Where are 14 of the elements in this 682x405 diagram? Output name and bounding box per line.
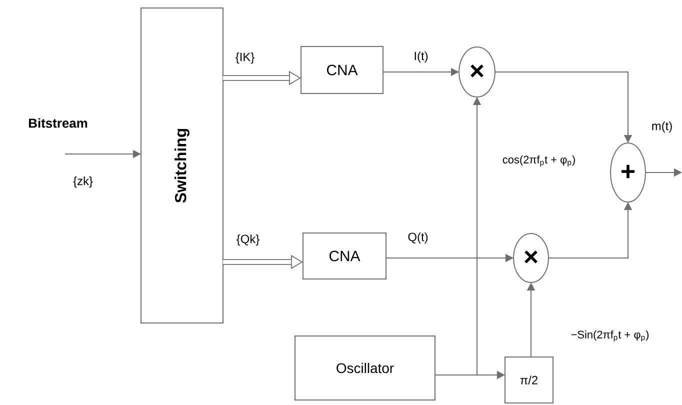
switch-box: Switching — [140, 8, 224, 324]
edge-label: {zk} — [73, 176, 93, 188]
converter-box: CNA — [300, 46, 384, 94]
edge-label: I(t) — [414, 51, 428, 63]
edge-label: {Qk} — [236, 234, 260, 246]
edge-label: {IK} — [236, 52, 254, 64]
edge-label: cos(2πf$_{p}$t + φ$_{p}$) — [502, 155, 575, 167]
converter-box: CNA — [302, 232, 386, 280]
input-label: Bitstream — [29, 118, 88, 128]
phase-shift-box: π/2 — [504, 356, 554, 404]
signal-label: m(t) — [652, 121, 672, 133]
edge-label: Q(t) — [408, 232, 428, 244]
edge-label: −Sin(2πf$_{p}$t + φ$_{p}$) — [571, 330, 649, 342]
oscillator-box: Oscillator — [294, 336, 436, 400]
